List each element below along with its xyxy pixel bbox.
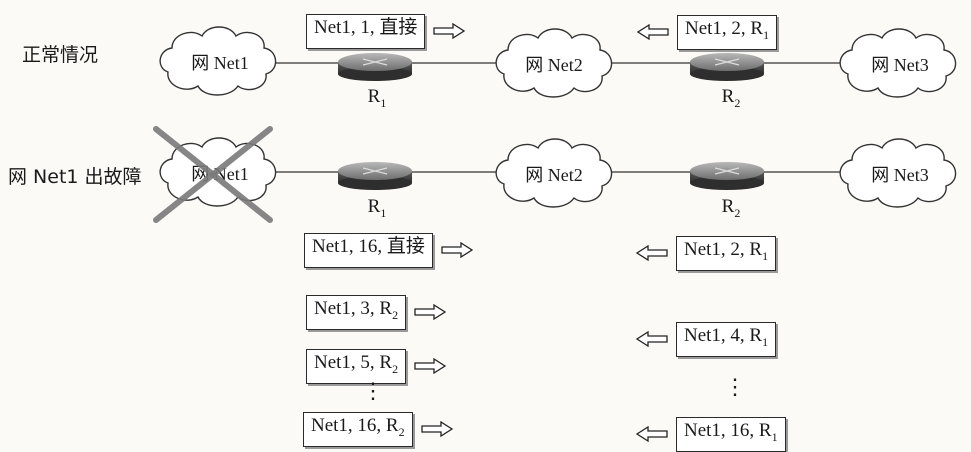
route-entry: Net1, 3, R2 — [306, 295, 407, 330]
update-message-r2: Net1, 16, R1 — [636, 417, 786, 452]
cloud-label-net1: 网 Net1 — [191, 53, 249, 73]
cloud-label-net3: 网 Net3 — [871, 55, 929, 75]
cloud-label-net2: 网 Net2 — [525, 55, 583, 75]
normal-case-label: 正常情况 — [22, 44, 99, 66]
route-entry: Net1, 1, 直接 — [306, 14, 426, 49]
cloud-net1 — [159, 26, 277, 96]
update-message-r2: Net1, 4, R1 — [636, 322, 777, 357]
route-entry: Net1, 2, R1 — [677, 15, 778, 50]
router-label-r2: R2 — [721, 196, 741, 220]
update-message-r1: Net1, 3, R2 — [306, 295, 447, 330]
update-message-r1: Net1, 1, 直接 — [306, 14, 466, 49]
cloud-net2 — [495, 28, 613, 98]
router-label-r2: R2 — [721, 86, 741, 110]
route-entry: Net1, 16, 直接 — [304, 233, 433, 268]
update-message-r2: Net1, 2, R1 — [637, 15, 778, 50]
arrow-right-icon — [441, 242, 473, 259]
update-message-r1: Net1, 16, 直接 — [304, 233, 473, 268]
route-entry: Net1, 5, R2 — [306, 349, 407, 384]
route-entry: Net1, 4, R1 — [676, 322, 777, 357]
router-label-r1: R1 — [367, 196, 387, 220]
cloud-net3 — [839, 138, 957, 208]
router-icon — [338, 162, 412, 190]
route-entry: Net1, 16, R2 — [303, 412, 413, 447]
cloud-net2 — [495, 138, 613, 208]
cloud-label-net2: 网 Net2 — [525, 165, 583, 185]
arrow-left-icon — [637, 24, 669, 41]
arrow-right-icon — [414, 304, 447, 321]
update-message-r1: Net1, 16, R2 — [303, 412, 453, 447]
router-icon — [690, 162, 764, 190]
cloud-net3 — [839, 28, 957, 98]
arrow-left-icon — [636, 426, 668, 443]
arrow-right-icon — [433, 23, 466, 40]
arrow-right-icon — [414, 358, 447, 375]
arrow-left-icon — [636, 245, 668, 262]
cloud-label-net3: 网 Net3 — [871, 165, 929, 185]
router-icon — [338, 53, 412, 81]
route-entry: Net1, 2, R1 — [676, 236, 777, 271]
update-message-r2: Net1, 2, R1 — [636, 236, 777, 271]
route-entry: Net1, 16, R1 — [676, 417, 786, 452]
router-icon — [690, 53, 764, 81]
arrow-left-icon — [636, 331, 668, 348]
ellipsis-r2: ⋮ — [724, 374, 746, 399]
arrow-right-icon — [420, 421, 453, 438]
update-message-r1: Net1, 5, R2 — [306, 349, 447, 384]
ellipsis-r1: ⋮ — [362, 378, 384, 403]
router-label-r1: R1 — [367, 86, 387, 110]
failure-case-label: 网 Net1 出故障 — [8, 166, 142, 188]
